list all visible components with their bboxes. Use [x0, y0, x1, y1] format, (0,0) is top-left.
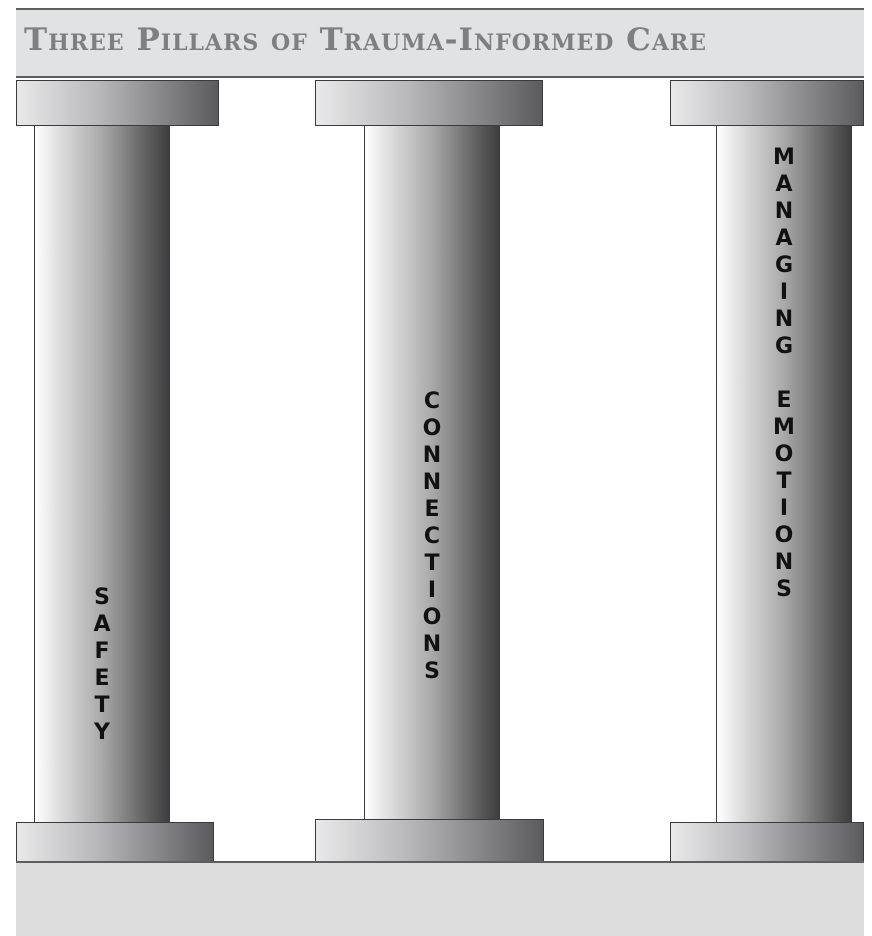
pillar-letter: I	[428, 577, 436, 604]
pillar-letter: O	[775, 441, 794, 468]
title-bar: Three Pillars of Trauma-Informed Care	[16, 8, 864, 78]
pillar-letter: C	[424, 388, 440, 415]
pillar-letter: I	[780, 279, 788, 306]
floor-base	[16, 861, 864, 936]
pillar-letter: I	[780, 495, 788, 522]
pillar-letter: M	[773, 144, 795, 171]
pillar-letter: E	[424, 496, 439, 523]
pillar-letter: A	[775, 171, 792, 198]
pillar-letter: E	[94, 665, 109, 692]
pillar-letter: N	[775, 198, 793, 225]
pillar-base	[16, 822, 214, 863]
pillar-letter: S	[94, 584, 110, 611]
diagram-title: Three Pillars of Trauma-Informed Care	[24, 22, 707, 58]
pillar-capital	[16, 80, 219, 126]
pillar-letter: N	[423, 469, 441, 496]
pillar-letter: A	[775, 225, 792, 252]
pillar-capital	[315, 80, 543, 126]
pillar-letter: O	[423, 415, 442, 442]
pillar-letter: N	[423, 631, 441, 658]
pillar-letter: T	[94, 692, 109, 719]
label-gap	[780, 360, 788, 387]
pillar-letter: Y	[94, 719, 110, 746]
pillar-letter: F	[94, 638, 109, 665]
pillar-capital	[670, 80, 864, 126]
pillar-letter: G	[775, 252, 793, 279]
pillar-letter: E	[776, 387, 791, 414]
pillar-letter: O	[775, 522, 794, 549]
pillar-base	[670, 822, 864, 863]
pillar-letter: S	[424, 658, 440, 685]
pillar-letter: S	[776, 576, 792, 603]
pillar-letter: C	[424, 523, 440, 550]
pillar-letter: N	[423, 442, 441, 469]
pillar-letter: N	[775, 549, 793, 576]
pillar-letter: N	[775, 306, 793, 333]
pillar-letter: O	[423, 604, 442, 631]
pillar-letter: T	[776, 468, 791, 495]
pillar-letter: A	[93, 611, 110, 638]
pillar-letter: G	[775, 333, 793, 360]
pillar-letter: T	[424, 550, 439, 577]
pillar-letter: M	[773, 414, 795, 441]
pillar-base	[315, 819, 544, 863]
